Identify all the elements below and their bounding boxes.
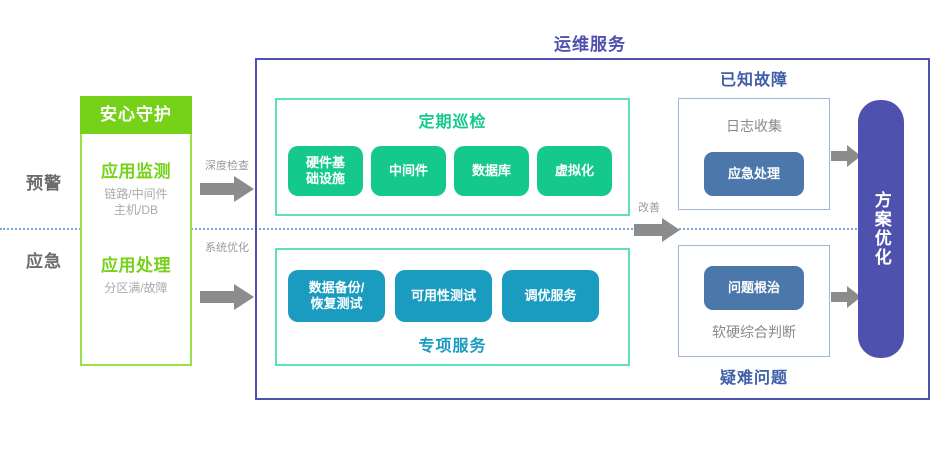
inspection-pill-middleware-label: 中间件 — [388, 162, 428, 178]
special-pill-tuning-service[interactable]: 调优服务 — [502, 270, 599, 322]
special-pill-backup-restore-line1: 数据备份/ — [308, 279, 365, 295]
arrow-to-optimize-bottom-icon — [831, 286, 861, 308]
ops-service-title: 运维服务 — [554, 35, 626, 55]
arrow-label-system-optimize: 系统优化 — [205, 241, 249, 254]
inspection-pill-hardware-line1: 硬件基 — [305, 154, 345, 170]
guardian-block-title-monitoring: 应用监测 — [101, 162, 171, 182]
arrow-system-optimize-icon — [200, 284, 254, 310]
inspection-pill-database[interactable]: 数据库 — [454, 146, 529, 196]
hard-problem-caption: 软硬综合判断 — [712, 323, 796, 340]
guardian-block-sub-monitoring-line1: 链路/中间件 — [104, 187, 168, 202]
inspection-pill-virtualization-label: 虚拟化 — [554, 162, 594, 178]
arrow-deep-check-icon — [200, 176, 254, 202]
guardian-panel — [80, 96, 192, 366]
guardian-block-sub-monitoring-line2: 主机/DB — [113, 203, 158, 218]
stage-label-emergency: 应急 — [26, 252, 62, 272]
guardian-panel-header: 安心守护 — [80, 96, 192, 134]
hard-problem-title: 疑难问题 — [719, 369, 788, 387]
known-fault-action-button[interactable]: 应急处理 — [704, 152, 804, 196]
stage-divider-dotted-line — [0, 228, 872, 230]
special-pill-availability-test[interactable]: 可用性测试 — [395, 270, 492, 322]
known-fault-title: 已知故障 — [719, 71, 788, 89]
arrow-improve-icon — [634, 218, 680, 242]
inspection-pill-virtualization[interactable]: 虚拟化 — [537, 146, 612, 196]
special-pill-backup-restore[interactable]: 数据备份/ 恢复测试 — [288, 270, 385, 322]
periodic-inspection-title: 定期巡检 — [418, 113, 487, 131]
arrow-to-optimize-top-icon — [831, 145, 861, 167]
arrow-label-deep-check: 深度检查 — [205, 159, 249, 172]
guardian-block-sub-handling-line1: 分区满/故障 — [104, 281, 168, 296]
inspection-pill-middleware[interactable]: 中间件 — [371, 146, 446, 196]
arrow-label-improve: 改善 — [638, 201, 660, 214]
inspection-pill-hardware-line2: 础设施 — [305, 171, 345, 186]
special-pill-backup-restore-line2: 恢复测试 — [310, 296, 363, 311]
stage-label-warning: 预警 — [26, 174, 62, 194]
special-pill-tuning-service-label: 调优服务 — [524, 287, 577, 303]
guardian-block-title-handling: 应用处理 — [101, 256, 171, 276]
special-pill-availability-test-label: 可用性测试 — [410, 287, 476, 303]
hard-problem-action-button[interactable]: 问题根治 — [704, 266, 804, 310]
special-service-title: 专项服务 — [418, 337, 487, 355]
inspection-pill-hardware[interactable]: 硬件基 础设施 — [288, 146, 363, 196]
solution-optimization-bar[interactable]: 方案优化 — [858, 100, 904, 358]
ops-service-frame — [255, 58, 930, 400]
inspection-pill-database-label: 数据库 — [471, 162, 511, 178]
known-fault-caption: 日志收集 — [726, 117, 782, 134]
